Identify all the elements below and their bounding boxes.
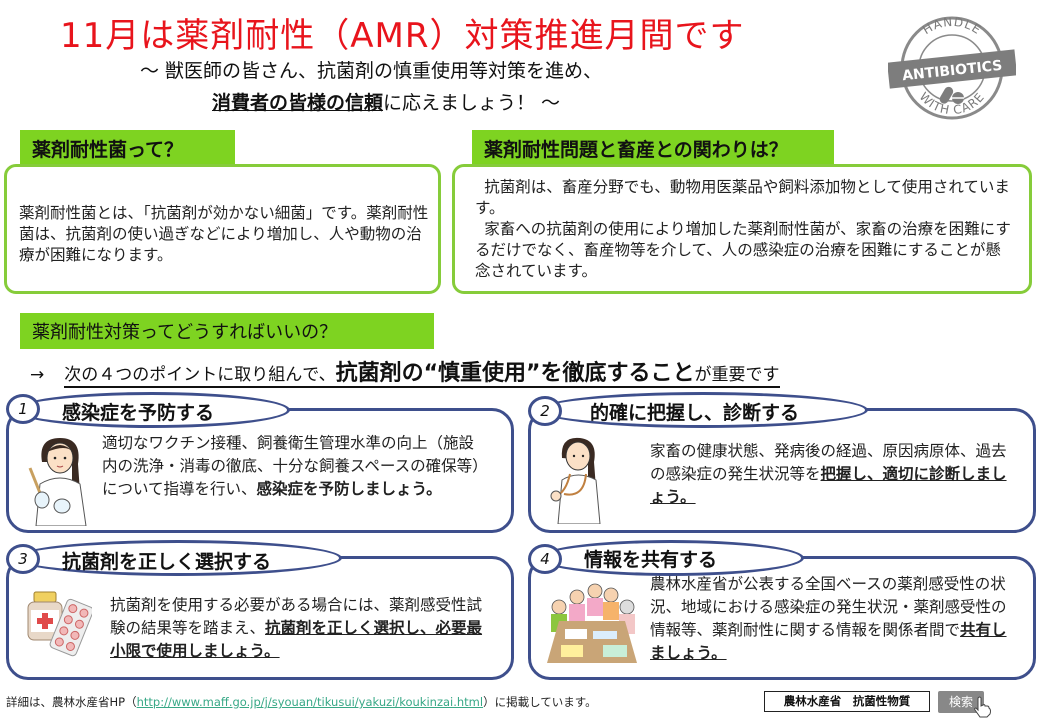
hand-cursor-icon	[972, 696, 992, 720]
point-title-pill-2	[538, 392, 868, 428]
point-number-1: 1	[6, 394, 40, 424]
vet-with-syringe-icon	[28, 432, 94, 530]
section-body: 薬剤耐性菌とは、「抗菌剤が効かない細菌」です。薬剤耐性菌は、抗菌剤の使い過ぎなど…	[19, 204, 429, 264]
point-card-2	[528, 408, 1036, 533]
handle-antibiotics-with-care-badge: HANDLE WITH CARE ANTIBIOTICS	[887, 14, 1018, 122]
subtitle-line-1: ～ 獣医師の皆さん、抗菌剤の慎重使用等対策を進め、	[140, 60, 603, 82]
search-button[interactable]: 検索	[938, 691, 984, 713]
footer-note: 詳細は、農林水産省HP（http://www.maff.go.jp/j/syou…	[6, 695, 597, 709]
point-text-1: 適切なワクチン接種、飼養衛生管理水準の向上（施設内の洗浄・消毒の徹底、十分な飼養…	[102, 434, 480, 498]
point-title-4: 情報を共有する	[584, 549, 718, 571]
svg-text:HANDLE: HANDLE	[920, 15, 984, 38]
point-title-pill-4	[538, 540, 804, 576]
section-box-amr-and-livestock: 抗菌剤は、畜産分野でも、動物用医薬品や飼料添加物として使用されています。 家畜へ…	[452, 164, 1032, 294]
section-box-what-is-amr: 薬剤耐性菌とは、「抗菌剤が効かない細菌」です。薬剤耐性菌は、抗菌剤の使い過ぎなど…	[4, 164, 441, 294]
group-meeting-icon	[545, 577, 637, 671]
point-text-2: 家畜の健康状態、発病後の経過、原因病原体、過去の感染症の発生状況等を把握し、適切…	[650, 442, 1007, 506]
subtitle-emphasis: 消費者の皆様の信頼	[212, 92, 384, 114]
point-number-3: 3	[6, 544, 40, 574]
point-number-2: 2	[528, 396, 562, 426]
section-heading-amr-and-livestock: 薬剤耐性問題と畜産との関わりは？	[472, 130, 834, 166]
vet-with-stethoscope-icon	[546, 432, 606, 528]
search-query-box[interactable]: 農林水産省 抗菌性物質	[764, 691, 930, 712]
section-body-p2: 家畜への抗菌剤の使用により増加した薬剤耐性菌が、家畜の治療を困難にするだけでなく…	[475, 220, 1011, 280]
point-text-4: 農林水産省が公表する全国ベースの薬剤感受性の状況、地域における感染症の発生状況・…	[650, 575, 1007, 662]
maff-link[interactable]: http://www.maff.go.jp/j/syouan/tikusui/y…	[136, 695, 484, 709]
section-heading-what-is-amr: 薬剤耐性菌って？	[20, 130, 235, 166]
section-body-p1: 抗菌剤は、畜産分野でも、動物用医薬品や飼料添加物として使用されています。	[475, 178, 1010, 217]
pill-capsule-icon	[939, 86, 964, 104]
point-text-3: 抗菌剤を使用する必要がある場合には、薬剤感受性試験の結果等を踏まえ、抗菌剤を正し…	[110, 596, 483, 660]
measures-lead: → 次の４つのポイントに取り組んで、抗菌剤の“慎重使用”を徹底することが重要です	[30, 355, 780, 388]
point-title-2: 的確に把握し、診断する	[590, 402, 800, 424]
arrow-icon: →	[30, 365, 45, 385]
badge-stamp-icon: HANDLE WITH CARE ANTIBIOTICS	[887, 15, 1018, 120]
subtitle-line-2: 消費者の皆様の信頼に応えましょう！ ～	[212, 88, 560, 115]
point-title-1: 感染症を予防する	[62, 402, 215, 424]
lead-text: 次の４つのポイントに取り組んで、抗菌剤の“慎重使用”を徹底することが重要です	[64, 361, 780, 388]
section-heading-measures: 薬剤耐性対策ってどうすればいいの？	[20, 313, 434, 349]
point-number-4: 4	[528, 544, 562, 574]
subtitle-rest: に応えましょう！ ～	[383, 92, 561, 114]
point-title-3: 抗菌剤を正しく選択する	[62, 551, 272, 573]
medicine-bottle-and-pills-icon	[26, 590, 94, 664]
point-title-pill-3	[14, 540, 342, 576]
page-title: 11月は薬剤耐性（AMR）対策推進月間です	[60, 16, 745, 56]
